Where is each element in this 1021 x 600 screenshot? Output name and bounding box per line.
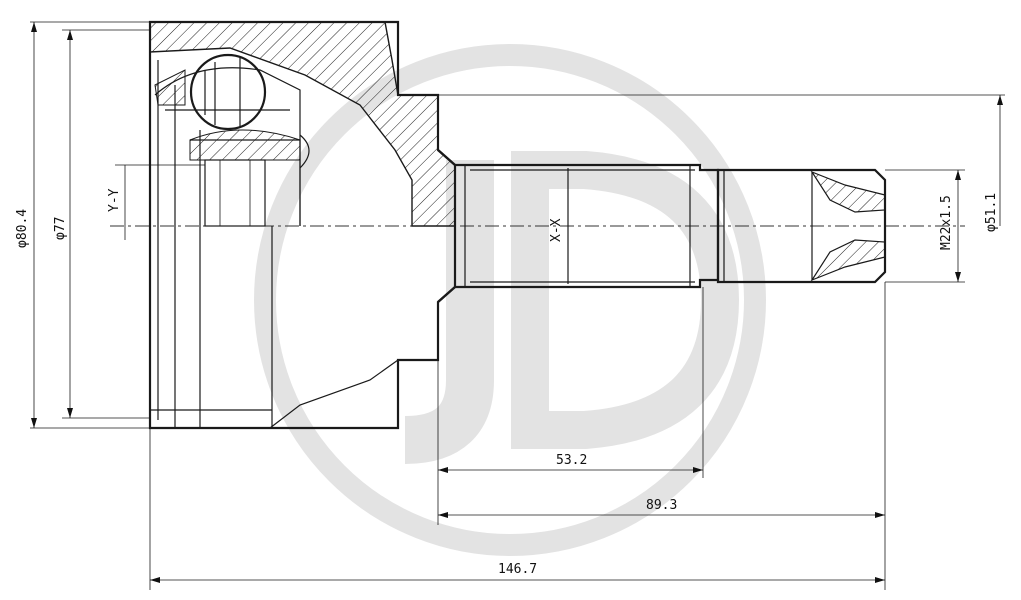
dim-shaft-length: 89.3 <box>646 498 677 513</box>
watermark-logo <box>254 44 766 556</box>
dim-thread: M22x1.5 <box>939 195 954 250</box>
inner-race <box>154 67 301 227</box>
dim-spline-length: 53.2 <box>556 453 587 468</box>
dimension-lines <box>30 21 1005 590</box>
threaded-stub <box>716 168 887 284</box>
section-y-y: Y-Y <box>107 188 122 212</box>
ball-bearing-hatch <box>204 58 241 128</box>
dim-outer-diameter: φ80.4 <box>15 209 30 248</box>
ball-bearing <box>189 53 267 131</box>
retaining-clip <box>299 134 310 169</box>
dim-shaft-diameter: φ51.1 <box>984 193 999 232</box>
section-x-x: X-X <box>549 218 564 242</box>
dim-inner-diameter: φ77 <box>53 217 68 240</box>
dim-overall-length: 146.7 <box>498 562 537 577</box>
